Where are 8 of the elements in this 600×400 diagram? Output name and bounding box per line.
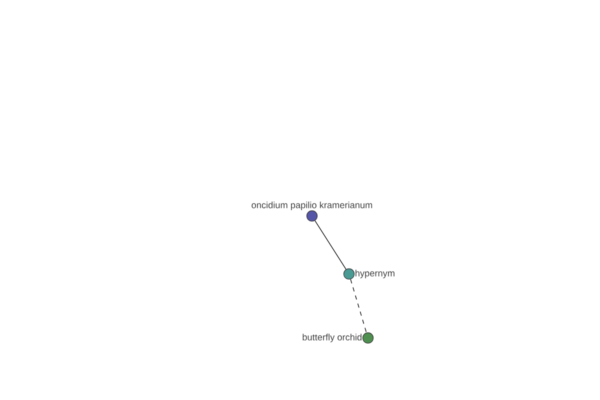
connector-line — [350, 278, 367, 334]
node-circle — [343, 268, 355, 280]
node-label: oncidium papilio kramerianum — [252, 202, 372, 210]
node-label: butterfly orchid — [302, 334, 362, 342]
node-circle — [306, 210, 318, 222]
node-circle — [362, 332, 374, 344]
connector-line — [314, 220, 346, 270]
node-label: hypernym — [356, 270, 394, 278]
